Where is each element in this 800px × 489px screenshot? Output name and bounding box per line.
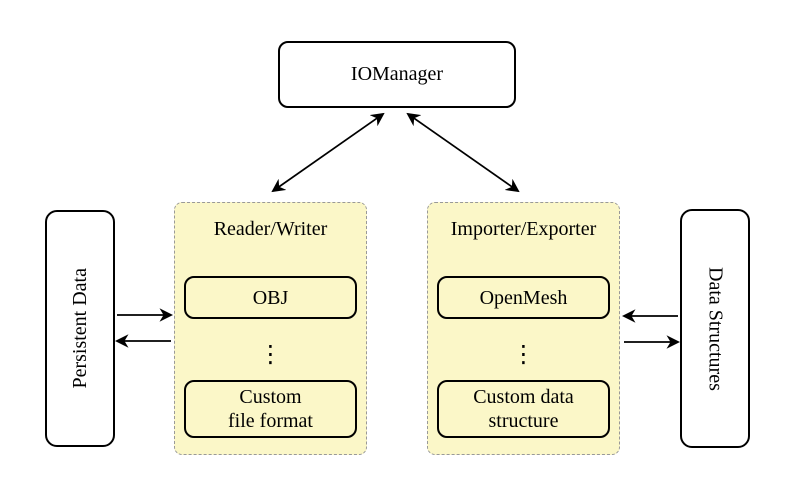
vertical-ellipsis: ⋮ [258, 340, 283, 368]
custom-data-structure-box: Custom data structure [437, 380, 610, 438]
arrow-iomanager-importerexporter [406, 112, 520, 193]
custom-data-structure-line2: structure [488, 410, 559, 432]
importer-exporter-title: Importer/Exporter [450, 218, 597, 240]
importer-exporter-group: Importer/Exporter OpenMesh ⋮ Custom data… [427, 202, 620, 455]
persistent-data-box: Persistent Data [45, 210, 115, 447]
vertical-ellipsis: ⋮ [511, 340, 536, 368]
arrow-iomanager-readerwriter [271, 112, 385, 193]
openmesh-label: OpenMesh [479, 286, 568, 309]
custom-data-structure-line1: Custom data [473, 386, 574, 408]
data-structures-label: Data Structures [704, 266, 727, 391]
iomanager-box: IOManager [278, 41, 516, 108]
openmesh-box: OpenMesh [437, 276, 610, 319]
data-structures-box: Data Structures [680, 209, 750, 448]
persistent-data-label: Persistent Data [68, 268, 91, 389]
obj-label: OBJ [252, 286, 289, 309]
custom-file-format-line1: Custom [239, 386, 302, 408]
custom-file-format-line2: file format [228, 410, 313, 432]
reader-writer-title: Reader/Writer [213, 218, 328, 240]
obj-box: OBJ [184, 276, 357, 319]
custom-file-format-box: Custom file format [184, 380, 357, 438]
reader-writer-group: Reader/Writer OBJ ⋮ Custom file format [174, 202, 367, 455]
iomanager-label: IOManager [350, 63, 444, 85]
